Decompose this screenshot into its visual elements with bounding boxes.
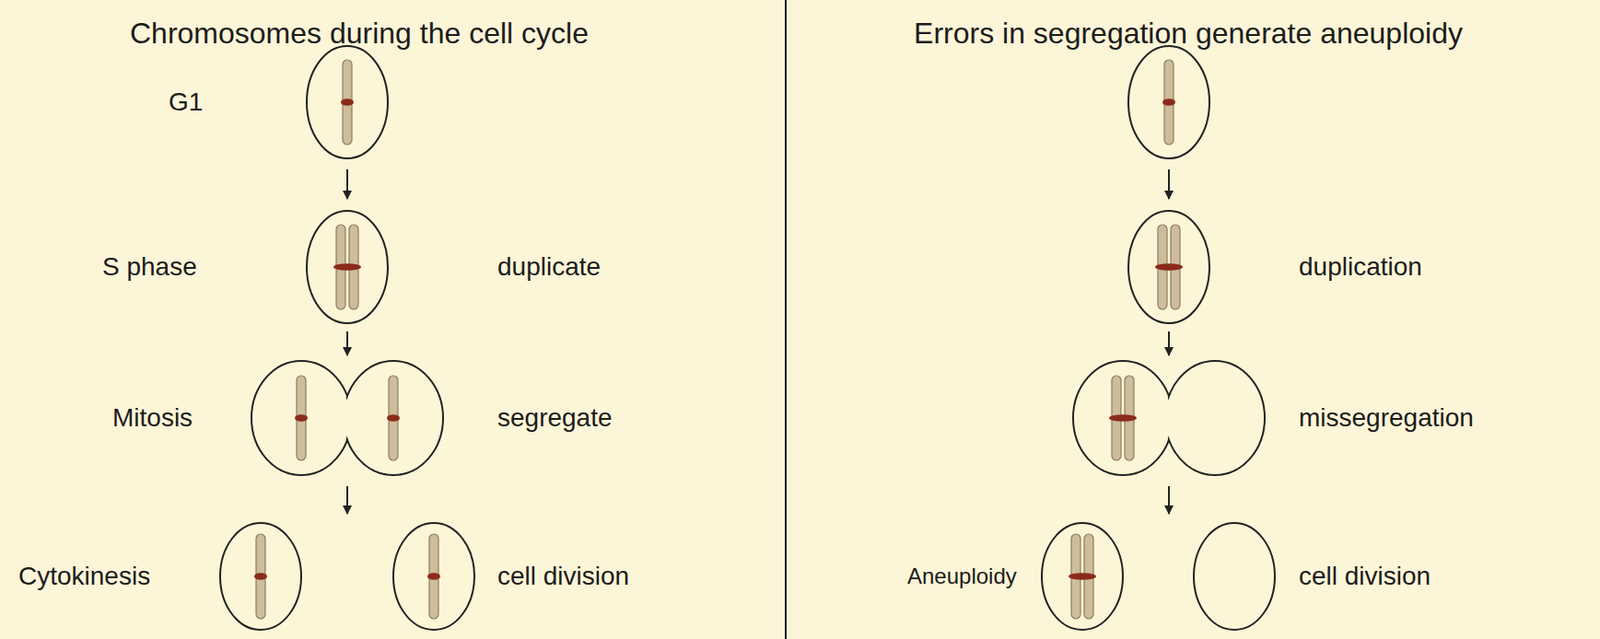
step-label: duplicate (497, 252, 601, 282)
phase-label: Cytokinesis (18, 561, 151, 592)
aneuploid-cell (1041, 523, 1123, 631)
phase-label: G1 (168, 87, 203, 117)
step-label: cell division (1298, 561, 1431, 592)
outcome-label: Aneuploidy (907, 563, 1017, 590)
step-arrow (1167, 331, 1170, 356)
step-arrow (1167, 486, 1170, 514)
step-arrow (346, 331, 349, 356)
phase-label: Mitosis (112, 403, 193, 433)
divider-line (784, 0, 787, 639)
daughter-cell (220, 523, 302, 631)
s-phase-cell (306, 210, 388, 324)
step-arrow (1167, 169, 1170, 199)
missegregating-cell (1073, 361, 1265, 476)
daughter-cell (393, 523, 475, 631)
panel-title: Chromosomes during the cell cycle (129, 16, 589, 51)
step-label: segregate (497, 403, 613, 433)
mitosis-cell (251, 361, 444, 476)
empty-cell (1193, 523, 1275, 631)
step-label: missegregation (1298, 403, 1474, 433)
step-arrow (346, 169, 349, 199)
s-phase-cell (1128, 210, 1210, 324)
panel-title: Errors in segregation generate aneuploid… (913, 16, 1463, 51)
step-arrow (346, 486, 349, 514)
step-label: duplication (1298, 252, 1423, 282)
g1-cell (1128, 46, 1210, 159)
phase-label: S phase (102, 252, 198, 282)
g1-cell (306, 46, 388, 159)
step-label: cell division (497, 561, 630, 592)
